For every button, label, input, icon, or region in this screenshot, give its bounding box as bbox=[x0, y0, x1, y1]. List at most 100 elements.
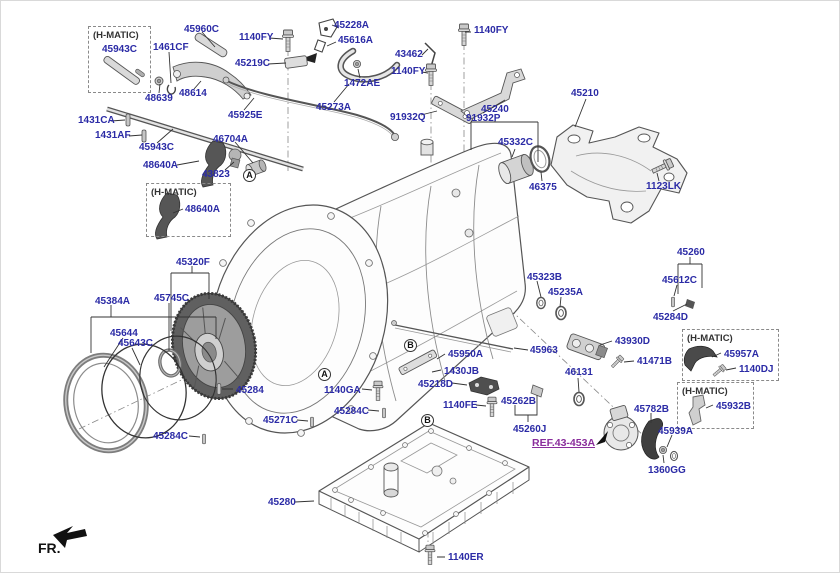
part-number-label[interactable]: 45943C bbox=[102, 44, 138, 55]
detent-lever-drawing bbox=[155, 140, 227, 240]
part-number-label[interactable]: 1461CF bbox=[153, 42, 189, 53]
part-number-label[interactable]: 45745C bbox=[154, 293, 190, 304]
seal-ring-drawing bbox=[529, 145, 551, 173]
part-number-label[interactable]: 46131 bbox=[565, 367, 593, 378]
part-number-label[interactable]: 46704A bbox=[213, 134, 249, 145]
part-number-label[interactable]: 45939A bbox=[658, 426, 694, 437]
inhibitor-bracket-drawing bbox=[284, 55, 308, 69]
ref-arrow-icon bbox=[596, 431, 608, 445]
part-number-label[interactable]: 1431CA bbox=[78, 115, 115, 126]
part-number-label[interactable]: 43930D bbox=[615, 336, 651, 347]
part-number-label[interactable]: 91932P bbox=[466, 113, 501, 124]
hmatic-option-box: (H-MATIC) bbox=[682, 329, 779, 381]
breather-hose-drawing bbox=[301, 18, 436, 83]
part-number-label[interactable]: 41471B bbox=[637, 356, 673, 367]
part-number-label[interactable]: 45280 bbox=[268, 497, 296, 508]
hmatic-box-title: (H-MATIC) bbox=[687, 333, 733, 344]
part-number-label[interactable]: 45260 bbox=[677, 247, 705, 258]
part-number-label[interactable]: 48640A bbox=[185, 204, 221, 215]
part-number-label[interactable]: 1472AE bbox=[344, 78, 381, 89]
part-number-label[interactable]: 43462 bbox=[395, 49, 423, 60]
part-number-label[interactable]: 46375 bbox=[529, 182, 557, 193]
mount-bracket-drawing bbox=[550, 124, 688, 224]
hmatic-box-title: (H-MATIC) bbox=[682, 386, 728, 397]
part-number-label[interactable]: 45943C bbox=[139, 142, 175, 153]
part-number-label[interactable]: 45320F bbox=[176, 257, 210, 268]
part-number-label[interactable]: 1140FY bbox=[239, 32, 274, 43]
part-number-label[interactable]: 1140ER bbox=[448, 552, 484, 563]
part-number-label[interactable]: 45262B bbox=[501, 396, 537, 407]
oil-tube-clip-drawing bbox=[530, 384, 544, 398]
flywheel-drawing bbox=[170, 291, 258, 401]
part-number-label[interactable]: 48640A bbox=[143, 160, 179, 171]
hmatic-lever-drawing bbox=[683, 345, 718, 372]
shift-outer-lever-drawing bbox=[641, 418, 663, 460]
part-number-label[interactable]: 1360GG bbox=[648, 465, 686, 476]
part-number-label[interactable]: 45960C bbox=[184, 24, 220, 35]
view-marker: B bbox=[421, 414, 434, 427]
part-number-label[interactable]: 45219C bbox=[235, 58, 271, 69]
part-number-label[interactable]: 45240 bbox=[481, 104, 509, 115]
snap-clip-drawing bbox=[166, 84, 177, 95]
part-number-label[interactable]: 1123LK bbox=[646, 181, 682, 192]
part-number-label[interactable]: 45210 bbox=[571, 88, 599, 99]
part-number-label[interactable]: 45957A bbox=[724, 349, 760, 360]
actuator-pump-drawing bbox=[603, 405, 639, 451]
part-number-label[interactable]: 45284C bbox=[153, 431, 189, 442]
part-number-label[interactable]: 45616A bbox=[338, 35, 374, 46]
parking-rod-drawing bbox=[391, 320, 514, 353]
part-number-label[interactable]: 45925E bbox=[228, 110, 263, 121]
part-number-label[interactable]: 48614 bbox=[179, 88, 207, 99]
ref-cross-reference-link[interactable]: REF.43-453A bbox=[532, 437, 596, 449]
part-number-label[interactable]: 1431AF bbox=[95, 130, 131, 141]
hmatic-box-title: (H-MATIC) bbox=[93, 30, 139, 41]
fr-direction-arrow-icon bbox=[53, 526, 87, 548]
hmatic-option-box: (H-MATIC) bbox=[146, 183, 231, 237]
part-number-label[interactable]: 1140FE bbox=[443, 400, 478, 411]
part-number-label[interactable]: 45284C bbox=[334, 406, 370, 417]
part-number-label[interactable]: 45273A bbox=[316, 102, 352, 113]
part-number-label[interactable]: 1140GA bbox=[324, 385, 361, 396]
part-number-label[interactable]: 45782B bbox=[634, 404, 670, 415]
part-number-label[interactable]: 45643C bbox=[118, 338, 154, 349]
part-number-label[interactable]: 45235A bbox=[548, 287, 584, 298]
view-marker: A bbox=[318, 368, 331, 381]
hmatic-bracket-drawing bbox=[688, 394, 706, 426]
hmatic-option-box: (H-MATIC) bbox=[88, 26, 151, 93]
retainer-clip-drawing bbox=[685, 299, 695, 309]
part-number-label[interactable]: 45612C bbox=[662, 275, 698, 286]
part-number-label[interactable]: 91932Q bbox=[390, 112, 426, 123]
part-number-label[interactable]: 45950A bbox=[448, 349, 484, 360]
part-number-label[interactable]: 1140FY bbox=[474, 25, 509, 36]
part-number-label[interactable]: 48639 bbox=[145, 93, 173, 104]
part-number-label[interactable]: 45228A bbox=[334, 20, 370, 31]
part-number-label[interactable]: 45332C bbox=[498, 137, 534, 148]
part-number-label[interactable]: 45963 bbox=[530, 345, 558, 356]
part-number-label[interactable]: 45644 bbox=[110, 328, 138, 339]
part-number-label[interactable]: 45271C bbox=[263, 415, 299, 426]
manual-lever-drawing bbox=[172, 61, 252, 100]
knob-drawing bbox=[228, 148, 242, 169]
part-number-label[interactable]: 43823 bbox=[202, 169, 230, 180]
guide-plate-drawing bbox=[398, 349, 438, 375]
view-marker: A bbox=[243, 169, 256, 182]
part-number-label[interactable]: 1430JB bbox=[444, 366, 480, 377]
part-number-label[interactable]: 45932B bbox=[716, 401, 752, 412]
leader-lines bbox=[103, 24, 737, 558]
part-number-label[interactable]: 45284 bbox=[236, 385, 264, 396]
part-number-label[interactable]: 45323B bbox=[527, 272, 563, 283]
snap-rings-drawing bbox=[63, 335, 217, 454]
part-number-label[interactable]: 45260J bbox=[513, 424, 547, 435]
part-number-label[interactable]: 45218D bbox=[418, 379, 454, 390]
part-number-label[interactable]: 1140DJ bbox=[739, 364, 774, 375]
part-number-label[interactable]: 1140FY bbox=[391, 66, 426, 77]
part-number-label[interactable]: 45384A bbox=[95, 296, 131, 307]
part-number-label[interactable]: 45284D bbox=[653, 312, 689, 323]
bracket-leader-lines bbox=[90, 115, 703, 416]
front-direction-label: FR. bbox=[38, 540, 61, 556]
transmission-case-drawing bbox=[207, 138, 526, 437]
flywheel-hub-pin bbox=[216, 383, 222, 395]
view-marker: B bbox=[404, 339, 417, 352]
